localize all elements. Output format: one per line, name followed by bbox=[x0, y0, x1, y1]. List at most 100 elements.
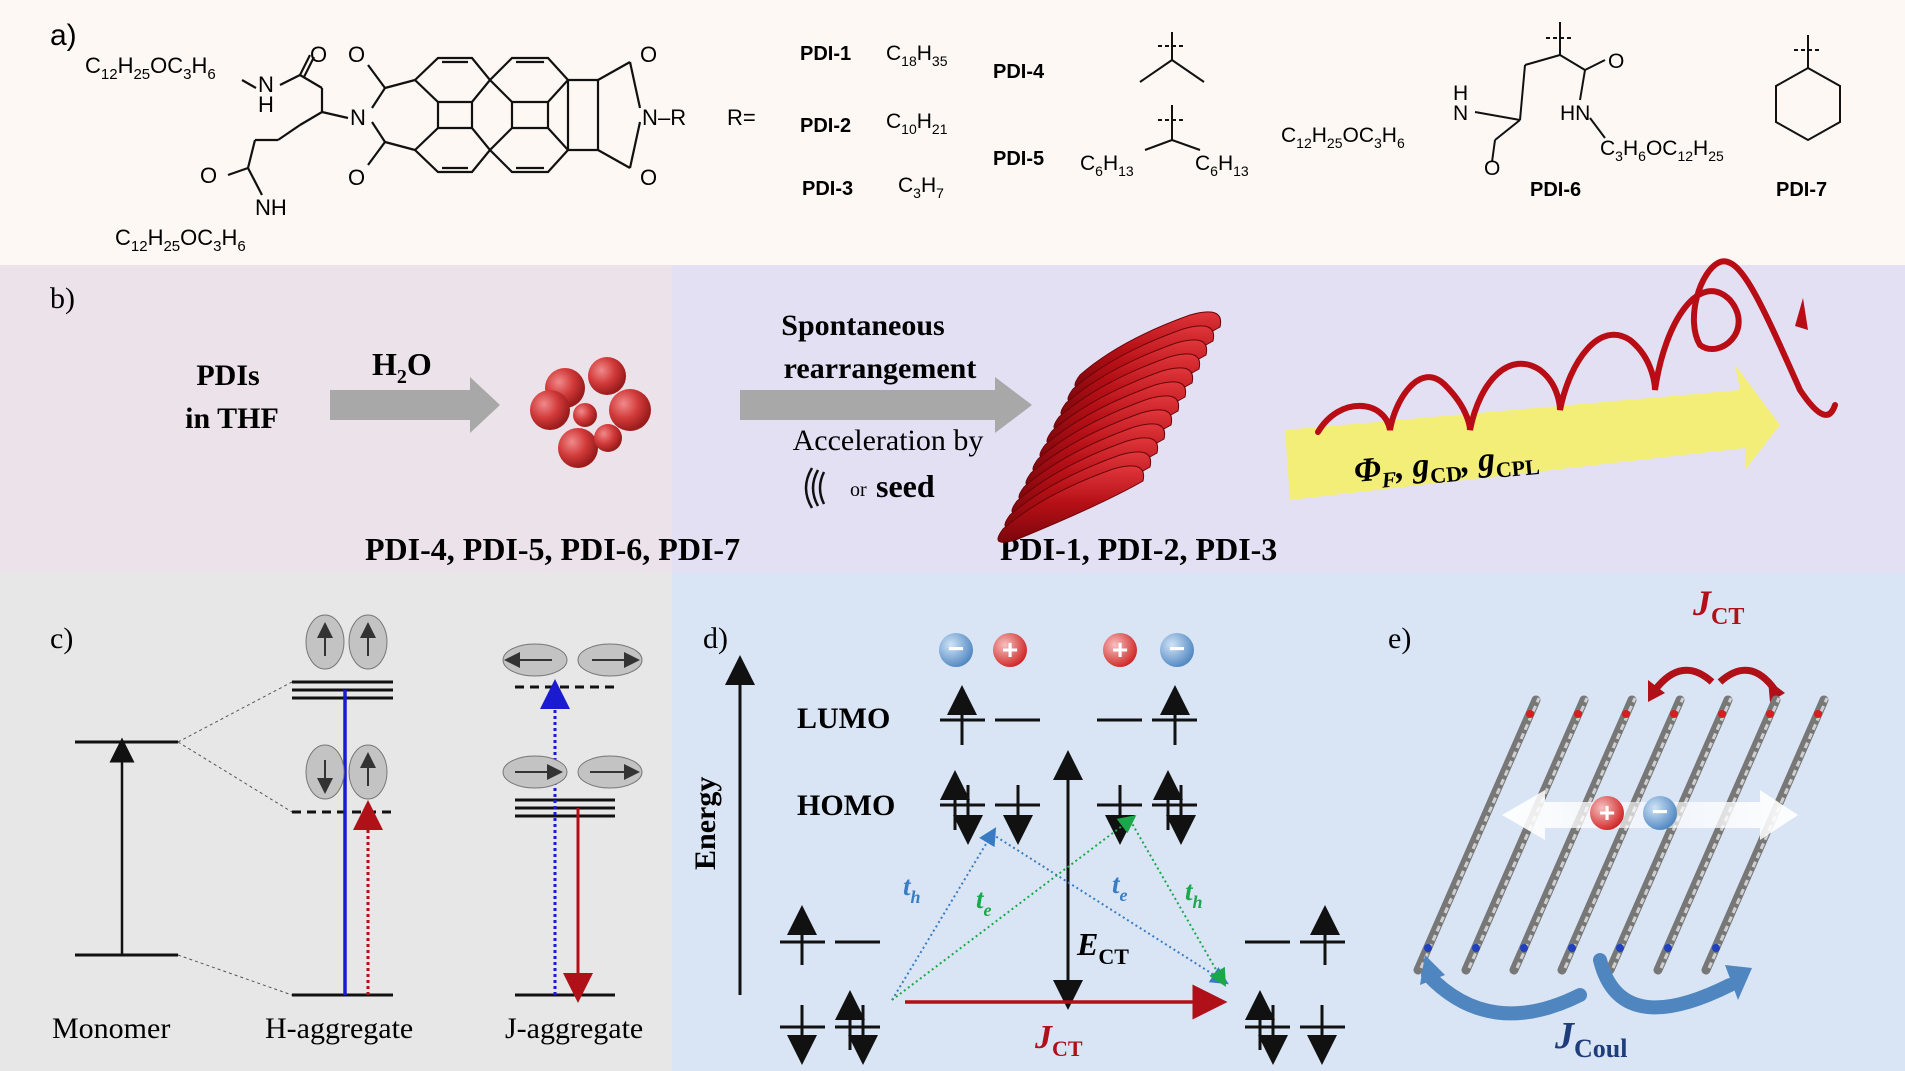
pdi-molecule bbox=[1461, 695, 1589, 975]
chain-bottom: C12H25OC3H6 bbox=[115, 225, 246, 255]
coulomb-arrowhead-right bbox=[1725, 965, 1752, 1000]
lumo-label: LUMO bbox=[797, 702, 890, 735]
minus-sign: − bbox=[1169, 633, 1185, 664]
panel-b-label: b) bbox=[50, 282, 75, 315]
panel-a-background bbox=[0, 0, 1905, 265]
derivative-formulas: C18H35 C10H21 C3H7 bbox=[886, 42, 948, 201]
arrow-water bbox=[330, 377, 500, 433]
helical-stack bbox=[997, 311, 1222, 543]
pdi-4-structure bbox=[1139, 32, 1205, 83]
pdi-molecule bbox=[1653, 695, 1781, 975]
spontaneous-line1: Spontaneous bbox=[781, 309, 944, 342]
panel-c: c) bbox=[50, 614, 643, 1045]
imide-o-1: O bbox=[348, 42, 365, 67]
pdi-2-formula: C10H21 bbox=[886, 110, 948, 137]
jct-label-d: JCT bbox=[1034, 1019, 1083, 1061]
oxygen-atom bbox=[1574, 710, 1582, 718]
imide-o-3: O bbox=[640, 42, 657, 67]
pdi-1-formula: C18H35 bbox=[886, 42, 948, 69]
pdi-core-structure bbox=[227, 54, 642, 196]
property-arrow bbox=[1285, 365, 1780, 500]
nanosphere bbox=[530, 390, 570, 430]
r-equals: R= bbox=[727, 105, 756, 130]
derivative-labels: PDI-1 PDI-2 PDI-3 PDI-4 PDI-5 PDI-6 PDI-… bbox=[800, 43, 1827, 201]
pdi-3-formula: C3H7 bbox=[898, 174, 944, 201]
panel-b: b) PDIs in THF H2O PDI-4, PDI-5, PDI-6, … bbox=[50, 258, 1838, 567]
oxygen-atom bbox=[1718, 710, 1726, 718]
plus-sign: + bbox=[1112, 634, 1128, 665]
coulomb-arrow-left bbox=[1421, 968, 1587, 1021]
te-label-right: te bbox=[1112, 869, 1128, 905]
pdi-molecule-highlight bbox=[1707, 697, 1829, 969]
coulomb-arrowhead-left bbox=[1420, 955, 1445, 985]
positive-charge bbox=[1103, 633, 1137, 667]
minus-sign: − bbox=[1652, 796, 1668, 827]
charge-balls-top: − + + − bbox=[939, 633, 1194, 667]
property-arrow-text: ΦF, gCD, gCPL bbox=[1352, 437, 1540, 495]
pdi-4-label: PDI-4 bbox=[993, 61, 1045, 83]
chain-top: C12H25OC3H6 bbox=[85, 53, 216, 83]
or-label: or bbox=[850, 479, 867, 501]
pdi-molecule-highlight bbox=[1611, 697, 1733, 969]
coulomb-arrow-right bbox=[1593, 953, 1737, 1015]
th-label-right: th bbox=[1185, 876, 1203, 912]
nitrogen-atom bbox=[1712, 944, 1720, 952]
oxygen-atom bbox=[1766, 710, 1774, 718]
panel-d: d) Energy LUMO HOMO − + + − bbox=[689, 622, 1345, 1065]
ect-label: ECT bbox=[1076, 926, 1129, 969]
correlation-lines bbox=[177, 681, 293, 996]
panel-a-label: a) bbox=[50, 19, 77, 52]
carbonyl-o-bottom: O bbox=[200, 163, 217, 188]
homo-label: HOMO bbox=[797, 789, 895, 822]
panel-c-label: c) bbox=[50, 622, 73, 655]
imide-n-left: N bbox=[350, 105, 366, 130]
arrow-rearrangement bbox=[740, 377, 1032, 433]
pdi-6-o-left: O bbox=[1484, 157, 1500, 180]
pdi-6-right-chain: C3H6OC12H25 bbox=[1600, 137, 1724, 164]
left-caption: PDI-4, PDI-5, PDI-6, PDI-7 bbox=[365, 531, 740, 567]
j-aggregate-label: J-aggregate bbox=[505, 1012, 643, 1045]
oxygen-atom bbox=[1526, 710, 1534, 718]
seed-label: seed bbox=[876, 468, 935, 504]
j-aggregate-levels bbox=[502, 643, 643, 1003]
energy-label: Energy bbox=[689, 777, 722, 870]
nanosphere-cluster bbox=[530, 357, 651, 468]
pdi-molecule-highlight bbox=[1515, 697, 1637, 969]
pdi-molecule-highlight bbox=[1467, 697, 1589, 969]
spiral-arrowhead bbox=[1795, 298, 1808, 330]
th-label-left: th bbox=[903, 871, 921, 907]
pdi-molecule bbox=[1413, 695, 1541, 975]
negative-charge bbox=[939, 633, 973, 667]
hop-arrowhead-right bbox=[1768, 680, 1785, 702]
hop-arrowhead-left bbox=[1648, 680, 1665, 702]
plus-sign: + bbox=[1002, 634, 1018, 665]
pdi-6-structure bbox=[1474, 22, 1606, 163]
monomer-levels bbox=[75, 737, 178, 957]
nitrogen-atom bbox=[1472, 944, 1480, 952]
pdi-molecule-highlight bbox=[1419, 697, 1541, 969]
oxygen-atom bbox=[1814, 710, 1822, 718]
nitrogen-atom bbox=[1424, 944, 1432, 952]
negative-charge bbox=[1160, 633, 1194, 667]
pdi-6-hn: HN bbox=[1560, 102, 1590, 125]
water-label: H2O bbox=[372, 346, 432, 388]
helix-turn bbox=[997, 465, 1145, 543]
amide-nh-bottom: NH bbox=[255, 195, 287, 220]
jct-label-e: JCT bbox=[1692, 583, 1744, 630]
nanosphere bbox=[558, 428, 598, 468]
panel-e-label: e) bbox=[1388, 622, 1411, 655]
hop-arrow-right bbox=[1717, 666, 1778, 693]
minus-sign: − bbox=[948, 633, 964, 664]
nanosphere bbox=[588, 357, 626, 395]
nanosphere bbox=[573, 403, 597, 427]
carbonyl-o-top: O bbox=[310, 42, 327, 67]
nanosphere bbox=[594, 424, 622, 452]
negative-charge bbox=[1643, 796, 1677, 830]
pdi-5-structure bbox=[1144, 105, 1201, 151]
imide-o-4: O bbox=[640, 165, 657, 190]
pdi-1-label: PDI-1 bbox=[800, 43, 851, 65]
panel-e: e) JCT + − JCoul bbox=[1388, 583, 1829, 1063]
nitrogen-atom bbox=[1568, 944, 1576, 952]
pdi-molecule bbox=[1509, 695, 1637, 975]
